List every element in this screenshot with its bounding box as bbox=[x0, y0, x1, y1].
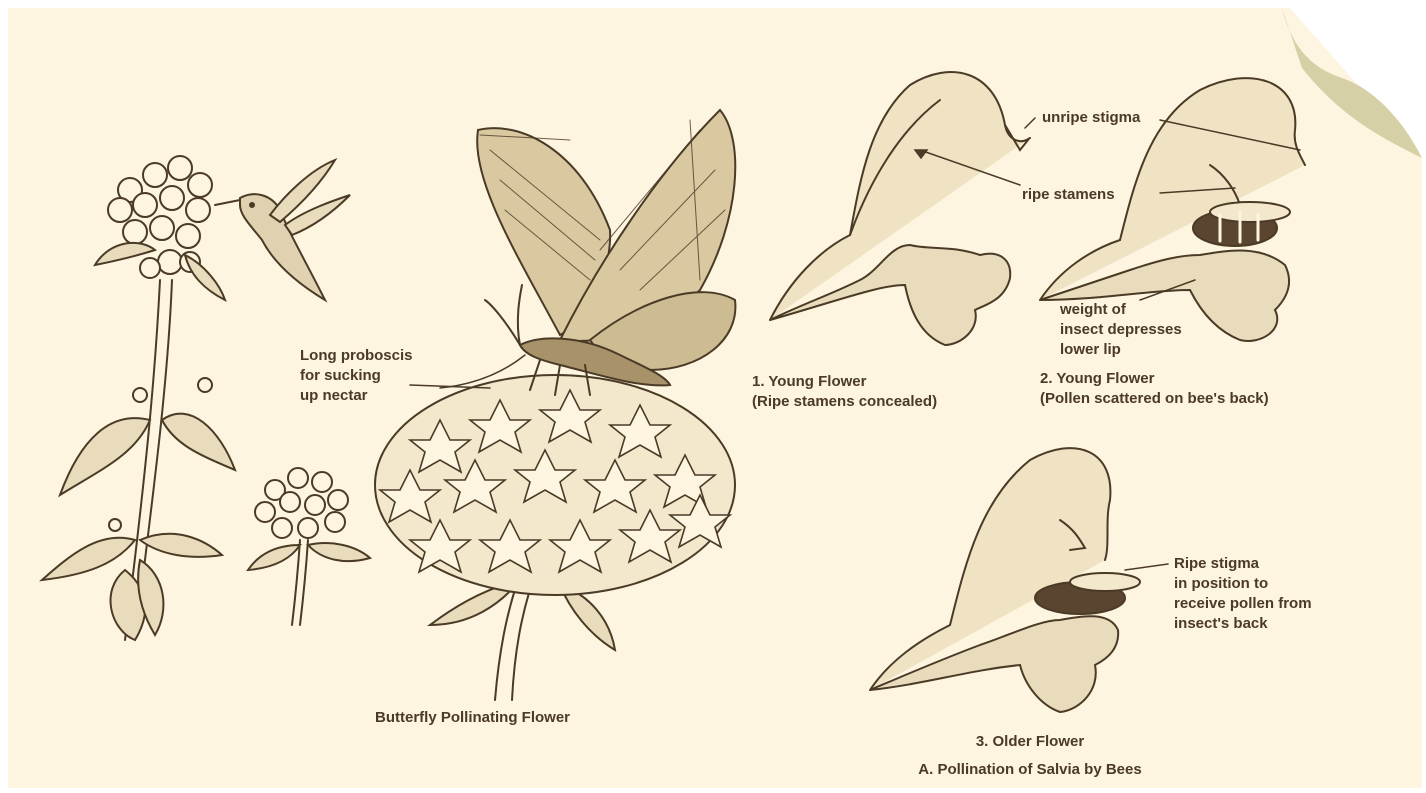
ripe-stigma-line-2: in position to bbox=[1174, 574, 1312, 594]
young-flower-2-subtitle: (Pollen scattered on bee's back) bbox=[1040, 390, 1269, 407]
small-flower-cluster bbox=[248, 468, 370, 625]
unripe-stigma-label: unripe stigma bbox=[1042, 108, 1140, 128]
weight-label: weight of insect depresses lower lip bbox=[1060, 300, 1182, 360]
salvia-flower-3 bbox=[870, 448, 1140, 712]
ripe-stigma-line-1: Ripe stigma bbox=[1174, 554, 1312, 574]
weight-line-3: lower lip bbox=[1060, 340, 1182, 360]
proboscis-line-3: up nectar bbox=[300, 386, 413, 406]
figure-title: A. Pollination of Salvia by Bees bbox=[880, 761, 1180, 778]
ripe-stamens-label: ripe stamens bbox=[1022, 185, 1115, 205]
hummingbird-plant bbox=[42, 156, 235, 640]
ripe-stigma-label: Ripe stigma in position to receive polle… bbox=[1174, 554, 1312, 634]
butterfly bbox=[440, 110, 735, 395]
young-flower-2-title: 2. Young Flower bbox=[1040, 370, 1154, 387]
salvia-flower-1 bbox=[770, 72, 1030, 345]
older-flower-title: 3. Older Flower bbox=[900, 733, 1160, 750]
young-flower-1-title: 1. Young Flower bbox=[752, 373, 866, 390]
weight-line-1: weight of bbox=[1060, 300, 1182, 320]
ripe-stigma-line-4: insect's back bbox=[1174, 614, 1312, 634]
weight-line-2: insect depresses bbox=[1060, 320, 1182, 340]
butterfly-caption: Butterfly Pollinating Flower bbox=[375, 709, 570, 726]
proboscis-label: Long proboscis for sucking up nectar bbox=[300, 346, 413, 406]
young-flower-1-subtitle: (Ripe stamens concealed) bbox=[752, 393, 937, 410]
proboscis-line-2: for sucking bbox=[300, 366, 413, 386]
proboscis-line-1: Long proboscis bbox=[300, 346, 413, 366]
butterfly-flower bbox=[375, 110, 735, 700]
ripe-stigma-line-3: receive pollen from bbox=[1174, 594, 1312, 614]
hummingbird bbox=[215, 160, 350, 300]
